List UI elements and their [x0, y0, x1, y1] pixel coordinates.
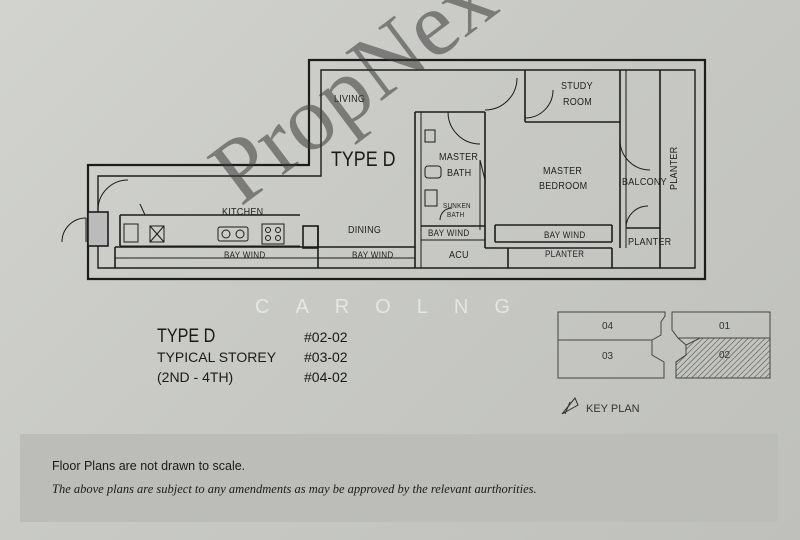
room-label-dining: DINING: [348, 225, 382, 236]
room-label-bay-wind-kitchen: BAY WIND: [224, 250, 266, 260]
unit-number: #04-02: [304, 369, 348, 385]
room-label-sunken: SUNKEN: [443, 203, 471, 210]
plan-type-label: TYPE D: [331, 148, 396, 171]
key-plan-label: KEY PLAN: [586, 403, 640, 415]
unit-type-title: TYPE D: [157, 326, 216, 347]
scale-note: Floor Plans are not drawn to scale.: [52, 459, 246, 473]
storey-line-1: TYPICAL STOREY: [157, 349, 277, 365]
room-label-bay-wind-dining: BAY WIND: [352, 250, 394, 260]
room-label-bay-wind-bedroom: BAY WIND: [544, 230, 586, 240]
room-label-master-bedroom-2: BEDROOM: [539, 181, 588, 192]
room-label-planter-bottom: PLANTER: [545, 249, 585, 259]
agent-watermark: CAROLNG: [255, 296, 536, 318]
room-label-planter-side: PLANTER: [669, 146, 680, 190]
key-plan-unit-01: 01: [719, 321, 731, 332]
room-label-study: STUDY: [561, 81, 593, 92]
room-label-master-bath: MASTER: [439, 152, 479, 163]
room-label-bay-wind-bath: BAY WIND: [428, 228, 470, 238]
room-label-sunken-bath: BATH: [447, 212, 465, 219]
room-label-master-bath-2: BATH: [447, 168, 472, 179]
room-label-balcony: BALCONY: [622, 177, 667, 188]
disclaimer-note: The above plans are subject to any amend…: [52, 482, 537, 496]
room-label-kitchen: KITCHEN: [222, 207, 264, 218]
room-label-room: ROOM: [563, 97, 593, 108]
room-label-living: LIVING: [334, 94, 366, 105]
footer-panel: [20, 434, 778, 522]
key-plan-unit-03: 03: [602, 351, 614, 362]
unit-number: #02-02: [304, 329, 348, 345]
storey-line-2: (2ND - 4TH): [157, 369, 234, 385]
room-label-master-bedroom: MASTER: [543, 166, 583, 177]
unit-number: #03-02: [304, 349, 348, 365]
key-plan-unit-02: 02: [719, 350, 731, 361]
key-plan-unit-04: 04: [602, 321, 614, 332]
room-label-planter-right: PLANTER: [628, 237, 672, 248]
room-label-acu: ACU: [449, 250, 469, 261]
